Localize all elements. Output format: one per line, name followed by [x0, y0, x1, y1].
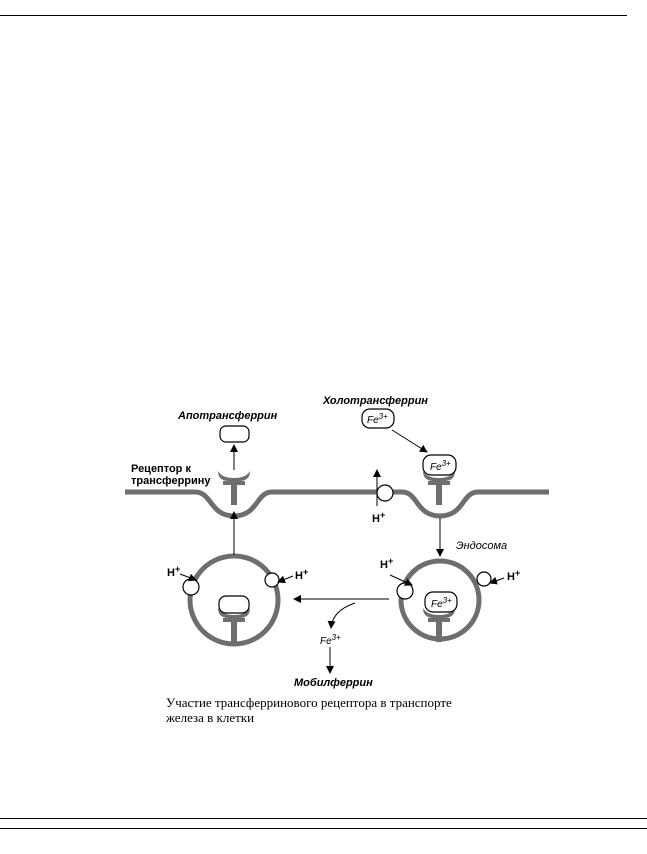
- bottom-rule-1: [0, 818, 647, 819]
- holotransferrin-endosome: [424, 591, 458, 613]
- figure-caption: Участие трансферринового рецептора в тра…: [166, 695, 506, 725]
- top-rule: [0, 15, 627, 16]
- h-label-right-b: H+: [507, 568, 520, 583]
- fe-label-bound: Fe3+: [430, 459, 451, 473]
- h-label-left-b: H+: [295, 567, 308, 582]
- receptor-right: [423, 471, 455, 505]
- apotransferrin-shape: [219, 425, 250, 443]
- endosome-label: Эндосома: [456, 540, 507, 552]
- arrow-h-in-left-a: [179, 573, 197, 582]
- proton-pump-membrane: [376, 484, 394, 502]
- receptor-left: [218, 471, 250, 505]
- caption-line2: железа в клетки: [166, 710, 255, 725]
- proton-pump-right-b: [476, 571, 492, 587]
- apotransferrin-label: Апотрансферрин: [177, 410, 278, 422]
- cell-membrane: [125, 489, 549, 519]
- fe-label-free: Fe3+: [367, 412, 388, 426]
- arrow-fe-release: [327, 602, 356, 629]
- h-label-right-a: H+: [380, 556, 393, 571]
- endosome-left: [187, 553, 281, 647]
- fe-label-released: Fe3+: [320, 633, 341, 647]
- arrow-h-in-right-b: [489, 576, 505, 585]
- arrow-h-in-right-a: [389, 574, 413, 586]
- caption-line1: Участие трансферринового рецептора в тра…: [166, 695, 452, 710]
- holotransferrin-shape: [361, 408, 395, 429]
- receptor-label-line2: трансферрину: [131, 475, 211, 487]
- proton-pump-right-a: [396, 582, 414, 600]
- h-label-left-a: H+: [167, 564, 180, 579]
- arrow-holo-to-receptor: [391, 429, 428, 453]
- apotransferrin-endosome: [218, 595, 250, 614]
- bottom-rule-2: [0, 828, 647, 829]
- arrow-h-in-left-b: [277, 575, 294, 584]
- h-label-membrane: H+: [372, 510, 385, 525]
- proton-pump-left-a: [182, 578, 200, 596]
- fe-label-endosome: Fe3+: [431, 596, 452, 610]
- receptor-label-line1: Рецептор к: [131, 463, 191, 475]
- holotransferrin-bound: [422, 454, 457, 476]
- proton-pump-left-b: [264, 572, 280, 588]
- holotransferrin-label: Холотрансферрин: [322, 395, 428, 407]
- mobilferrin-label: Мобилферрин: [294, 677, 373, 689]
